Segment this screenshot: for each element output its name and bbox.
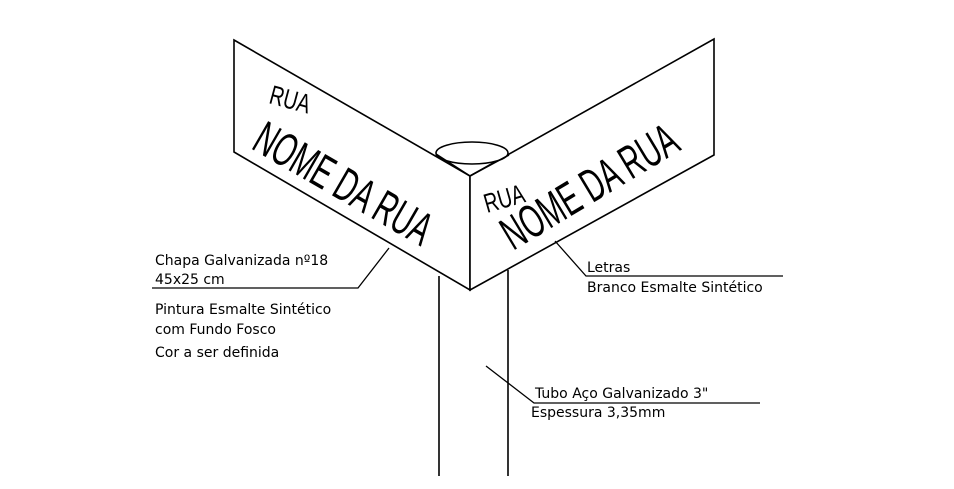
tube-top — [435, 141, 509, 165]
note-tube-line1: Tubo Aço Galvanizado 3" — [534, 386, 708, 402]
note-paint-line2: com Fundo Fosco — [155, 322, 276, 338]
note-paint-line3: Cor a ser definida — [155, 345, 279, 361]
note-letters-line1: Letras — [587, 260, 630, 276]
letters-leader — [554, 240, 783, 277]
note-plate-line1: Chapa Galvanizada nº18 — [155, 253, 328, 269]
right-sign-plate — [469, 37, 715, 292]
plate-leader — [152, 247, 390, 289]
note-plate-line2: 45x25 cm — [155, 272, 225, 288]
leaders — [152, 240, 783, 404]
note-letters-line2: Branco Esmalte Sintético — [587, 280, 763, 296]
note-paint-line1: Pintura Esmalte Sintético — [155, 302, 331, 318]
post — [438, 270, 509, 476]
plate-top-edges — [435, 153, 510, 177]
tube-leader — [485, 365, 760, 404]
note-tube-line2: Espessura 3,35mm — [531, 405, 665, 421]
